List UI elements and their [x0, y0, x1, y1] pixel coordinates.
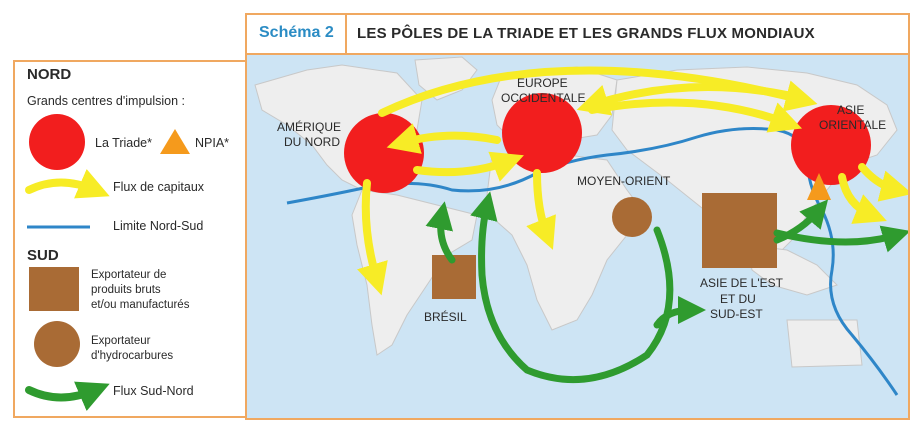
legend-produits-line1: Exportateur de	[91, 269, 167, 281]
pole-europe-occidentale	[502, 93, 582, 173]
flux-capitaux-europe-to-asie	[588, 98, 803, 133]
flux-sud-nord-moyen-orient-to-asie-est	[653, 296, 706, 329]
flux-capitaux-europe-to-amerique	[386, 123, 501, 154]
hydro-circle-symbol	[34, 321, 80, 367]
flux-capitaux-amerique-to-sud	[357, 179, 388, 296]
label-amerique-du-nord-line1: AMÉRIQUE	[277, 120, 342, 134]
legend-limite-label: Limite Nord-Sud	[113, 219, 204, 233]
flux-capitaux-europe-to-afrique	[526, 169, 556, 250]
north-south-limit-line	[286, 127, 899, 396]
label-asie-est-line2: ET DU	[720, 292, 756, 306]
legend-produits-line3: et/ou manufacturés	[91, 299, 190, 311]
flux-sud-nord-asie-est-to-asie	[773, 199, 829, 244]
legend-nord-heading: NORD	[27, 66, 72, 83]
label-europe-line1: EUROPE	[517, 76, 568, 90]
label-amerique-du-nord-line2: DU NORD	[284, 135, 340, 149]
label-europe-line2: OCCIDENTALE	[501, 91, 586, 105]
legend-hydro-line1: Exportateur	[91, 335, 151, 347]
flux-capitaux-amerique-to-asie	[378, 66, 818, 117]
moyen-orient-circle	[612, 197, 652, 237]
continent-greenland	[414, 56, 478, 101]
world-map	[254, 56, 908, 396]
title-separator	[345, 15, 347, 53]
capitaux-arrow-symbol	[25, 168, 110, 199]
legend-symbols	[25, 114, 190, 412]
flux-capitaux-amerique-to-europe	[413, 151, 524, 182]
flux-sud-nord-asie-est-to-east	[773, 225, 908, 253]
flux-capitaux-asie-to-east	[858, 163, 908, 202]
schema-label: Schéma 2	[259, 24, 334, 41]
triade-symbol	[29, 114, 85, 170]
label-bresil: BRÉSIL	[424, 310, 467, 324]
legend-capitaux-label: Flux de capitaux	[113, 180, 205, 194]
label-asie-orientale-line1: ASIE	[837, 103, 865, 117]
map-panel: Schéma 2 LES PÔLES DE LA TRIADE ET LES G…	[245, 13, 910, 420]
legend-nord-subheading: Grands centres d'impulsion :	[27, 94, 186, 108]
label-asie-est-line3: SUD-EST	[710, 307, 763, 321]
legend-produits-line2: produits bruts	[91, 284, 161, 296]
pole-amerique-du-nord	[344, 113, 424, 193]
legend-panel: NORD Grands centres d'impulsion : La Tri…	[13, 60, 248, 418]
page-title: LES PÔLES DE LA TRIADE ET LES GRANDS FLU…	[357, 25, 815, 42]
sud-nord-arrow-symbol	[25, 381, 110, 412]
label-moyen-orient: MOYEN-ORIENT	[577, 174, 671, 188]
legend-hydro-line2: d'hydrocarbures	[91, 350, 174, 362]
pole-asie-orientale	[791, 105, 871, 185]
produits-square-symbol	[29, 267, 79, 311]
title-bar: Schéma 2 LES PÔLES DE LA TRIADE ET LES G…	[247, 15, 908, 55]
label-asie-orientale-line2: ORIENTALE	[819, 118, 887, 132]
flux-capitaux-asie-to-sud	[838, 173, 887, 224]
asie-est-square	[702, 193, 777, 268]
legend-sud-nord-label: Flux Sud-Nord	[113, 384, 194, 398]
legend-npia-label: NPIA*	[195, 136, 230, 150]
continent-australia	[786, 319, 863, 368]
npia-triangle	[807, 173, 831, 200]
label-asie-est-line1: ASIE DE L'EST	[700, 276, 783, 290]
npia-symbol	[160, 129, 190, 154]
flux-sud-nord-bresil	[425, 201, 456, 264]
legend-sud-heading: SUD	[27, 247, 59, 264]
legend-triade-label: La Triade*	[95, 136, 152, 150]
